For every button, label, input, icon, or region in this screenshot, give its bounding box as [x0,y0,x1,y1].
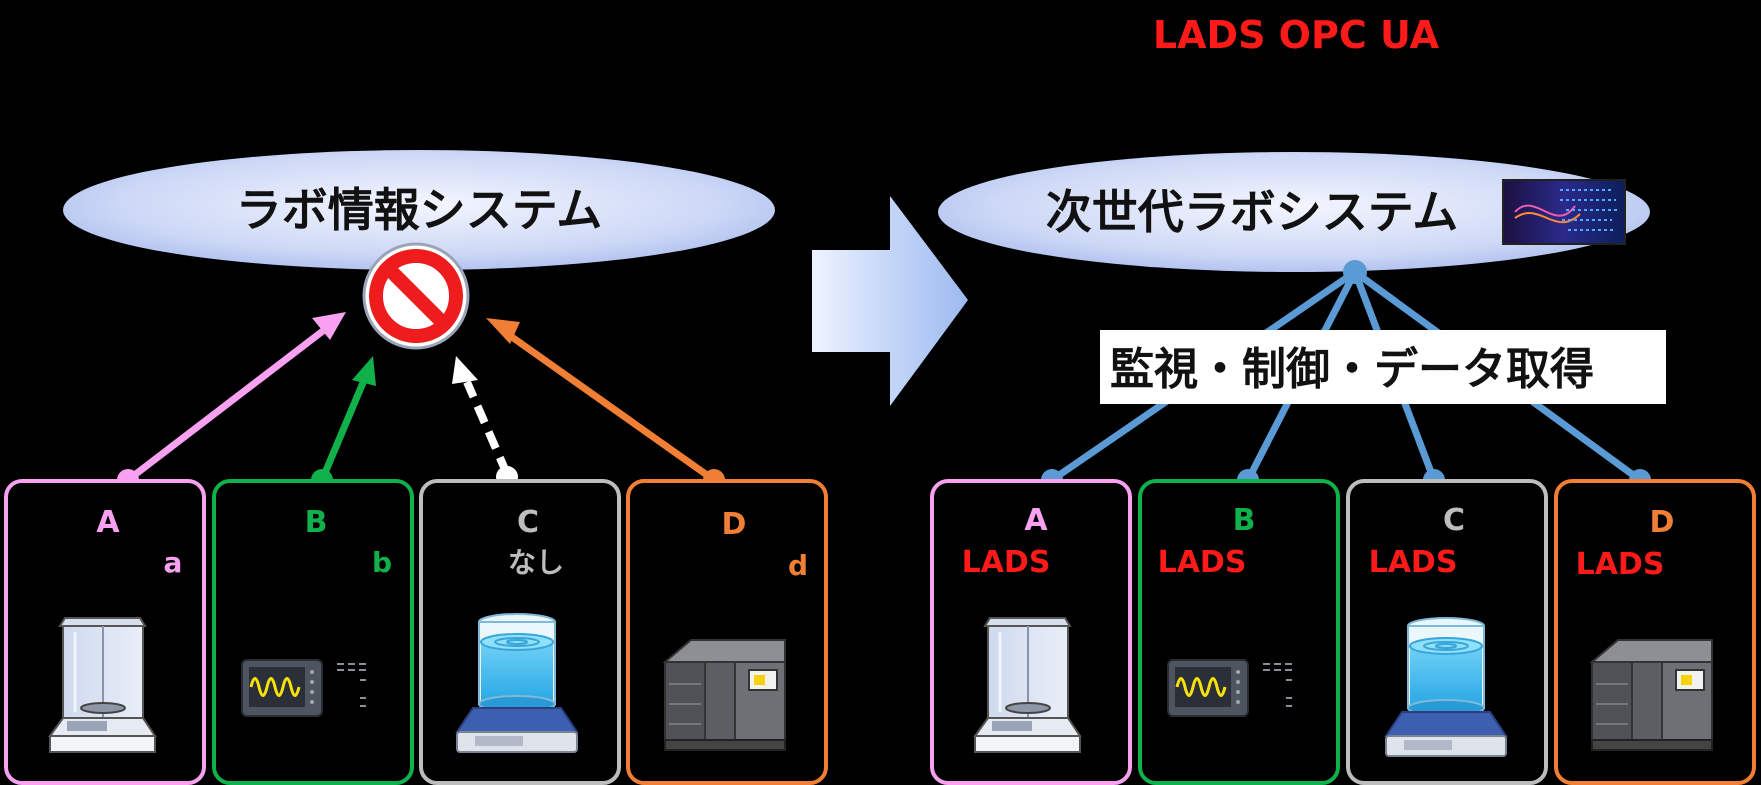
device-label: A [1024,503,1048,538]
device-label: C [517,505,539,540]
arrow-a [125,321,335,483]
analytical-balance-icon [48,616,157,754]
protocol-label: a [164,546,183,579]
right-panel: 次世代ラボシステム 監視・制御・データ取得 [938,152,1666,491]
lads-tag: LADS [1369,545,1458,580]
lads-tag: LADS [1576,547,1665,582]
right-system-ellipse [938,152,1650,272]
device-label: A [96,505,120,540]
right-device-c-card: C LADS [1346,479,1548,785]
protocol-label: b [372,546,392,579]
function-label-box [1100,330,1666,404]
left-system-ellipse [63,150,775,270]
device-label: C [1443,503,1465,538]
prohibited-icon [362,242,470,350]
left-system-title: ラボ情報システム [236,183,603,237]
left-panel: ラボ情報システム [63,150,775,491]
ai-network-thumbnail-icon [1502,179,1626,245]
left-device-b-card: B b [212,479,414,785]
arrow-c-dashed [463,380,511,476]
transition-arrow [812,196,968,406]
left-device-c-card: C なし [419,479,621,785]
function-label: 監視・制御・データ取得 [1110,344,1594,395]
protocol-label: d [788,549,808,582]
analytical-balance-icon [973,616,1082,754]
right-device-a-card: A LADS [930,479,1132,785]
protocol-label: なし [508,546,564,579]
right-system-title: 次世代ラボシステム [1046,185,1459,239]
left-device-a-card: A a [4,479,206,785]
device-label: D [722,507,747,542]
hub-node [1343,260,1367,284]
arrow-b [318,376,369,482]
left-device-d-card: D d [626,479,828,785]
right-device-b-card: B LADS [1138,479,1340,785]
instrument-machine-icon [1591,639,1713,751]
lads-tag: LADS [962,545,1051,580]
lads-tag: LADS [1158,545,1247,580]
device-label: B [305,505,328,540]
protocol-title: LADS OPC UA [1153,13,1440,57]
right-device-d-card: D LADS [1554,479,1756,785]
instrument-machine-icon [664,639,786,751]
device-label: D [1650,505,1675,540]
arrow-d [499,327,717,483]
device-label: B [1233,503,1256,538]
